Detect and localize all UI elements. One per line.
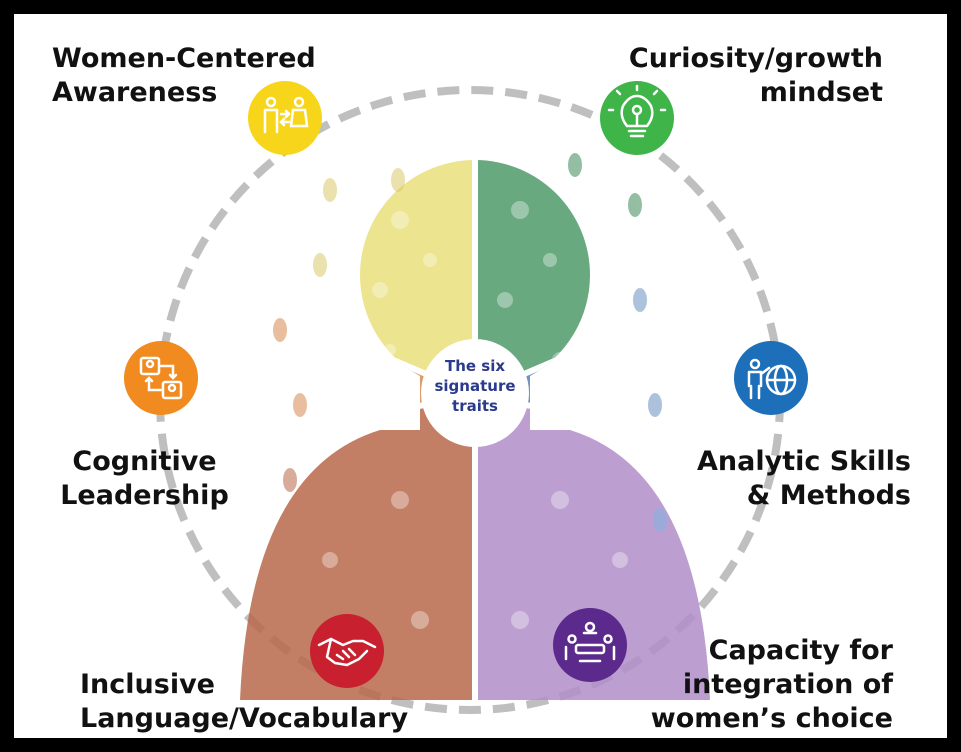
center-label: The six signature traits	[421, 356, 529, 416]
label-line: Cognitive	[72, 446, 217, 477]
scattered-figures	[273, 153, 667, 532]
label-line: women’s choice	[650, 703, 893, 734]
label-line: Language/Vocabulary	[80, 703, 409, 734]
handshake-icon	[310, 614, 384, 688]
label-line: Inclusive	[80, 669, 215, 700]
label-capacity-integration: Capacity for integration of women’s choi…	[651, 634, 893, 736]
label-analytic-skills-methods: Analytic Skills & Methods	[697, 445, 911, 513]
label-line: mindset	[759, 77, 883, 108]
people-exchange-icon	[248, 81, 322, 155]
label-inclusive-language: Inclusive Language/Vocabulary	[80, 668, 408, 736]
center-circle	[421, 339, 529, 447]
label-curiosity-growth-mindset: Curiosity/growth mindset	[629, 42, 883, 110]
label-line: Analytic Skills	[697, 446, 911, 477]
label-cognitive-leadership: Cognitive Leadership	[52, 445, 237, 513]
label-line: Awareness	[52, 77, 218, 108]
center-line-2: signature	[434, 377, 516, 395]
label-line: Leadership	[60, 480, 229, 511]
label-line: & Methods	[746, 480, 911, 511]
center-line-3: traits	[452, 397, 498, 415]
person-globe-icon	[734, 341, 808, 415]
label-line: Women-Centered	[52, 43, 316, 74]
lightbulb-icon	[600, 81, 674, 155]
label-line: Capacity for	[708, 635, 893, 666]
org-flow-icon	[124, 341, 198, 415]
label-women-centered-awareness: Women-Centered Awareness	[52, 42, 316, 110]
meeting-table-icon	[553, 608, 627, 682]
center-line-1: The six	[444, 357, 506, 375]
label-line: Curiosity/growth	[628, 43, 883, 74]
label-line: integration of	[682, 669, 893, 700]
